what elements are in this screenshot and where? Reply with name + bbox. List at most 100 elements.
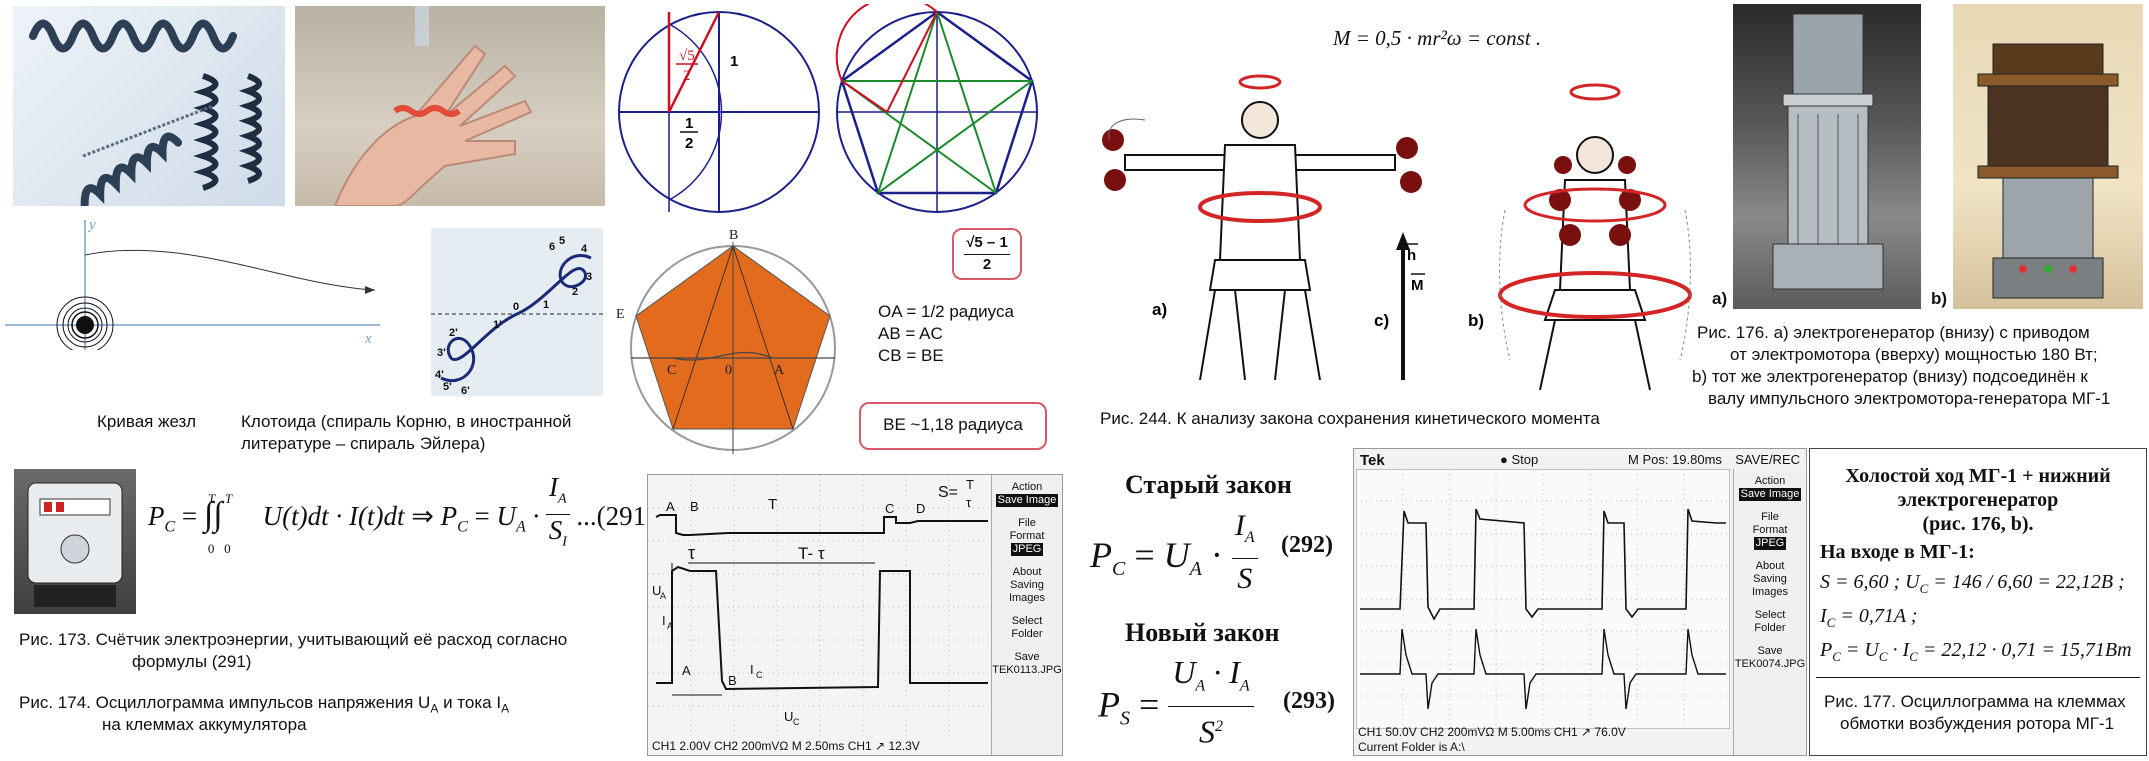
lituus-curve-diagram: y x — [5, 217, 380, 350]
scope2-menu-file[interactable]: File — [1761, 511, 1779, 523]
formula-291: PC = T T ∫∫ 0 0 U(t)dt · I(t)dt ⇒ PC = U… — [148, 472, 656, 557]
pent-label-e: E — [616, 307, 625, 322]
pent-label-b: B — [729, 228, 738, 243]
y-axis-label: y — [87, 217, 96, 233]
sqrt5-denominator: 2 — [683, 68, 691, 84]
oscillogram-battery: A B T C D S= T τ τ T- τ U A I A A B I C … — [647, 474, 1063, 756]
scope2-menu-filename: TEK0074.JPG — [1734, 658, 1806, 670]
scope2-menu-images[interactable]: Images — [1751, 586, 1789, 598]
half-denominator: 2 — [685, 135, 693, 152]
hand-illustration — [333, 6, 533, 206]
fig176-caption-line1: Рис. 176. а) электрогенератор (внизу) с … — [1697, 323, 2090, 342]
scope1-menu-action[interactable]: Action — [1011, 481, 1043, 493]
half-numerator: 1 — [685, 115, 693, 132]
scope1-label: T — [768, 496, 777, 513]
oscillogram-battery-trace: A B T C D S= T τ τ T- τ U A I A A B I C … — [648, 475, 992, 737]
scope2-menu-action[interactable]: Action — [1754, 475, 1786, 487]
scope2-menu-about[interactable]: About — [1755, 560, 1785, 572]
scope1-menu-folder[interactable]: Folder — [1011, 628, 1043, 640]
scope2-save-rec: SAVE/REC — [1735, 452, 1800, 467]
scope1-label: τ — [688, 543, 695, 563]
scope2-menu-save[interactable]: Save — [1757, 645, 1783, 657]
scope1-menu-jpeg[interactable]: JPEG — [1010, 543, 1044, 556]
scope1-label: B — [690, 499, 699, 514]
scope2-menu-saving[interactable]: Saving — [1753, 573, 1787, 585]
scope1-label: A — [682, 663, 691, 678]
scope1-menu-about[interactable]: About — [1012, 566, 1042, 578]
scope1-label: C — [756, 670, 763, 680]
idle-line3-sub2: C — [1878, 649, 1888, 664]
springs-illustration — [29, 19, 262, 206]
idle-line3-a: P — [1820, 639, 1833, 661]
spiral-label: 6' — [461, 385, 470, 396]
spiral-label: 5 — [559, 235, 565, 247]
scope1-label: S= — [938, 484, 958, 501]
scope1-menu-select[interactable]: Select — [1011, 615, 1043, 627]
fig177-caption-line2: обмотки возбуждения ротора МГ-1 — [1840, 714, 2115, 733]
idle-line2-b: = 0,71A ; — [1835, 605, 1918, 627]
scope1-menu-format[interactable]: Format — [1009, 530, 1045, 542]
idle-line3-sub1: C — [1832, 649, 1841, 664]
golden-denominator: 2 — [982, 256, 992, 273]
spiral-label: 2 — [572, 286, 578, 298]
scope2-stop: Stop — [1511, 452, 1539, 467]
idle-line1-b: = 146 / 6,60 = 22,12B ; — [1928, 571, 2125, 593]
idle-line3-d: = 22,12 · 0,71 = 15,71Bm — [1917, 639, 2132, 661]
pent-label-0: 0 — [725, 363, 732, 378]
golden-numerator: √5 – 1 — [966, 234, 1008, 251]
fig176-caption-line2: от электромотора (вверху) мощностью 180 … — [1730, 345, 2098, 364]
clothoid-illustration: 6 5 4 3 2 1 0 1' 2' 3' 4' 5' 6' — [431, 235, 603, 396]
scope2-menu-folder[interactable]: Folder — [1754, 622, 1786, 634]
kriv-zhezl-caption: Кривая жезл — [97, 412, 197, 431]
pent-label-a: A — [774, 363, 785, 378]
scope1-menu-save[interactable]: Save — [1014, 651, 1040, 663]
idle-line3-c: · I — [1887, 639, 1910, 661]
scope1-label: A — [667, 621, 673, 631]
generator-a-illustration — [1772, 13, 1884, 290]
springs-photo — [13, 6, 285, 206]
geometry-note-oa: OA = 1/2 радиуса — [878, 302, 1014, 321]
pent-label-c: C — [667, 363, 676, 378]
idle-run-panel: Холостой ход МГ-1 + нижний электрогенера… — [1809, 448, 2147, 756]
unit-label: 1 — [730, 53, 738, 70]
figure-label-c: c) — [1374, 311, 1389, 330]
spiral-label: 2' — [449, 327, 458, 339]
pentagon-in-circle-diagram — [835, 4, 1038, 213]
clothoid-photo: 6 5 4 3 2 1 0 1' 2' 3' 4' 5' 6' — [431, 228, 603, 396]
idle-line3: PC = UC · IC = 22,12 · 0,71 = 15,71Bm — [1820, 639, 2132, 665]
scope1-menu-file[interactable]: File — [1018, 517, 1036, 529]
scope2-menu-format[interactable]: Format — [1752, 524, 1788, 536]
scope2-stop-indicator: ● Stop — [1500, 452, 1539, 467]
scope1-menu-filename: TEK0113.JPG — [992, 664, 1062, 676]
scope1-label: B — [728, 673, 737, 688]
new-law-number: (293) — [1283, 688, 1335, 714]
new-law-heading: Новый закон — [1125, 618, 1280, 647]
idle-title-line2: электрогенератор — [1897, 489, 2059, 511]
be-ratio-text: BE ~1,18 радиуса — [883, 415, 1023, 434]
scope1-label: U — [784, 709, 793, 724]
kinetic-moment-figure: a) h M c) b) — [1102, 74, 1692, 391]
scope2-menu-jpeg[interactable]: JPEG — [1753, 537, 1787, 550]
old-law-number: (292) — [1281, 532, 1333, 558]
scope1-label: I — [750, 662, 754, 677]
idle-line2: IC = 0,71A ; — [1820, 605, 1917, 631]
scope1-label: τ — [966, 495, 972, 510]
spiral-label: 0 — [513, 301, 519, 313]
scope1-label: T- τ — [798, 544, 825, 563]
idle-title-line1: Холостой ход МГ-1 + нижний — [1845, 465, 2111, 487]
fig174-text-b: и тока I — [438, 693, 502, 712]
scope1-menu-save-image[interactable]: Save Image — [995, 494, 1059, 507]
scope2-menu-select[interactable]: Select — [1754, 609, 1786, 621]
scope1-label: I — [662, 613, 666, 628]
scope1-menu-images[interactable]: Images — [1008, 592, 1046, 604]
fig244-caption: Рис. 244. К анализу закона сохранения ки… — [1100, 409, 1600, 428]
fig177-caption-line1: Рис. 177. Осциллограмма на клеммах — [1824, 692, 2126, 711]
klotoida-caption-line1: Клотоида (спираль Корню, в иностранной — [241, 412, 572, 431]
conservation-formula: M = 0,5 · mr²ω = const . — [1333, 26, 1542, 50]
photo-label-b: b) — [1931, 289, 1948, 308]
scope1-label: C — [885, 501, 894, 516]
scope2-menu-save-image[interactable]: Save Image — [1738, 488, 1802, 501]
electric-meter-photo — [14, 469, 136, 614]
scope1-menu-saving[interactable]: Saving — [1010, 579, 1044, 591]
scope2-header: Tek ● Stop M Pos: 19.80ms SAVE/REC — [1360, 452, 1800, 469]
